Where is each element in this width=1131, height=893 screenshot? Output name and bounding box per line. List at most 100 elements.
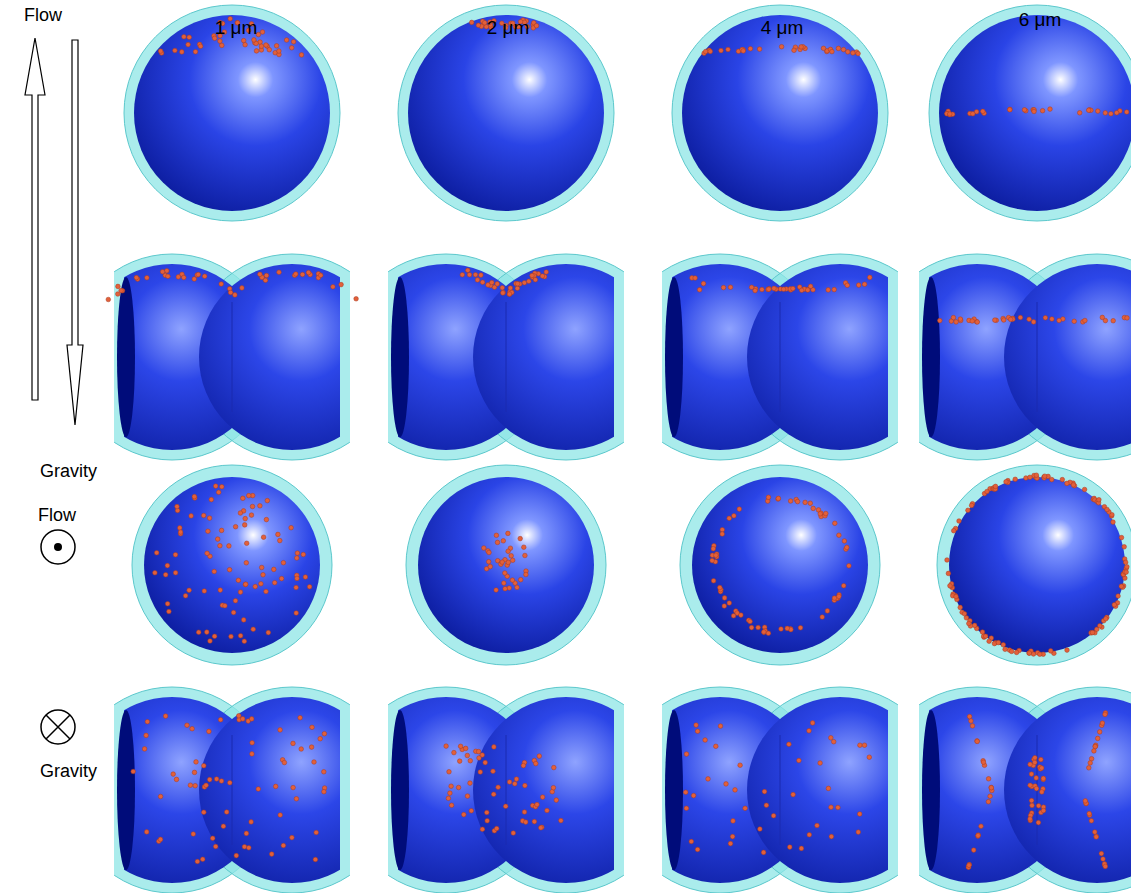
particle-dot [697,288,702,293]
cut-face [117,277,135,437]
particle-dot [306,270,311,275]
particle-dot [1008,107,1013,112]
particle-dot [318,736,323,741]
particle-dot [1119,584,1124,589]
particle-dot [218,717,223,722]
particle-dot [518,577,523,582]
contact-line [506,302,507,412]
collector-sphere [692,477,868,653]
particle-dot [144,733,149,738]
particle-dot [1101,857,1106,862]
particle-dot [1083,318,1088,323]
particle-dot [354,297,359,302]
particle-dot [249,717,254,722]
particle-dot [989,785,994,790]
particle-dot [153,571,158,576]
gravity-arrow [67,40,83,425]
particle-dot [263,278,268,283]
particle-dot [446,796,451,801]
particle-dot [510,578,515,583]
particle-dot [781,287,786,292]
particle-dot [1111,318,1116,323]
sphere-doublet-figure [69,687,395,893]
particle-dot [720,528,725,533]
size-heading: 4 μm [761,18,804,39]
particle-dot [243,42,248,47]
particle-dot [1083,799,1088,804]
particle-dot [247,493,252,498]
particle-dot [258,504,263,509]
particle-dot [264,517,269,522]
particle-dot [523,783,528,788]
particle-dot [218,39,223,44]
particle-dot [237,714,242,719]
particle-dot [465,794,470,799]
particle-dot [447,770,452,775]
particle-dot [818,512,823,517]
particle-dot [1009,649,1014,654]
direction-symbols [25,38,83,744]
particle-dot [219,528,224,533]
particle-dot [693,276,698,281]
particle-dot [1122,545,1127,550]
particle-dot [829,805,834,810]
particle-dot [710,558,715,563]
particle-dot [212,569,217,574]
collector-sphere [1004,697,1131,883]
particle-dot [259,44,264,49]
particle-dot [186,42,191,47]
particle-dot [829,834,834,839]
particle-dot [738,763,743,768]
particle-dot [466,268,471,273]
particle-dot [1038,652,1043,657]
particle-dot [243,516,248,521]
particle-dot [983,634,988,639]
particle-dot [559,818,564,823]
particle-dot [727,601,732,606]
particle-dot [967,621,972,626]
size-heading: 6 μm [1019,10,1062,31]
particle-dot [1072,319,1077,324]
particle-dot [444,744,449,749]
particle-dot [158,49,163,54]
particle-dot [1093,744,1098,749]
particle-dot [468,758,473,763]
particle-dot [811,506,816,511]
particle-dot [689,839,694,844]
particle-dot [242,639,247,644]
particle-dot [1105,507,1110,512]
particle-dot [1042,475,1047,480]
particle-dot [969,719,974,724]
particle-dot [708,49,713,54]
sphere-doublet-figure [617,254,943,460]
particle-dot [220,484,225,489]
sphere-figure [937,465,1131,665]
particle-dot [506,549,511,554]
particle-dot [494,533,499,538]
cut-face [922,710,940,870]
particle-dot [771,813,776,818]
particle-dot [958,317,963,322]
particle-dot [760,287,765,292]
cut-face [117,710,135,870]
particle-dot [229,634,234,639]
particle-dot [776,497,781,502]
particle-dot [209,497,214,502]
particle-dot [540,274,545,279]
out-of-page-dot [54,543,62,551]
particle-dot [496,785,501,790]
particle-dot [227,544,232,549]
particle-dot [1065,648,1070,653]
particle-dot [845,283,850,288]
particle-dot [457,759,462,764]
particle-dot [295,576,300,581]
particle-dot [518,536,523,541]
particle-dot [1041,776,1046,781]
collector-sphere [418,477,594,653]
particle-dot [767,287,772,292]
particle-dot [1089,756,1094,761]
fluid-shell [132,465,332,665]
particle-dot [506,531,511,536]
particle-dot [987,639,992,644]
